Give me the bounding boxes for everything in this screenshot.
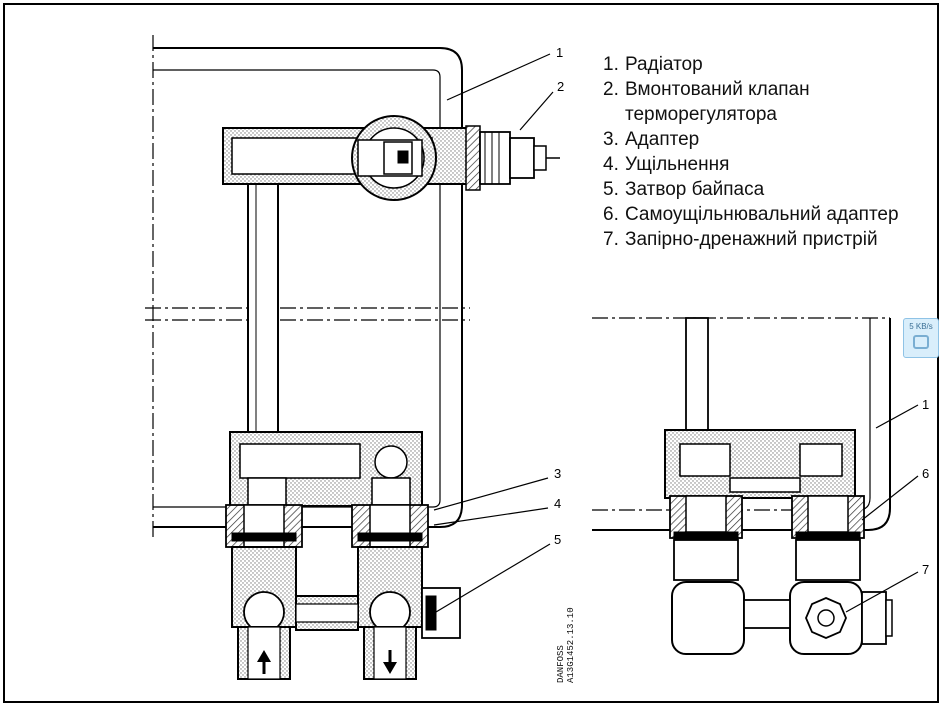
legend-item: 4. Ущільнення (603, 152, 899, 177)
legend-item: 2. Вмонтований клапан (603, 77, 899, 102)
valve-block-left (225, 431, 461, 680)
legend-list: 1. Радіатор 2. Вмонтований клапан термор… (603, 52, 899, 252)
legend-text: Ущільнення (625, 154, 730, 175)
legend-item: 1. Радіатор (603, 52, 899, 77)
legend-number: 1. (603, 54, 619, 75)
legend-text: Самоущільнювальний адаптер (625, 204, 899, 225)
legend-text: Радіатор (625, 54, 703, 75)
legend-number: 7. (603, 229, 619, 250)
valve-block-right (664, 429, 893, 655)
legend-text-continuation: терморегулятора (625, 104, 777, 125)
drawing-code-brand: DANFOSS (556, 645, 566, 683)
callout-numbers: 1 2 3 4 5 1 6 7 (554, 45, 929, 577)
vertical-riser-pipe (247, 183, 279, 447)
callout-right-7: 7 (922, 562, 929, 577)
legend-text: Адаптер (625, 129, 700, 150)
network-speed-badge[interactable]: 5 KB/s (903, 318, 939, 358)
legend-item: 3. Адаптер (603, 127, 899, 152)
legend-number: 6. (603, 204, 619, 225)
radiator-right (592, 317, 891, 531)
radiator-left (145, 35, 470, 540)
legend-item: 6. Самоущільнювальний адаптер (603, 202, 899, 227)
legend-number: 4. (603, 154, 619, 175)
callout-left-2: 2 (557, 79, 564, 94)
legend-text: Запірно-дренажний пристрій (625, 229, 878, 250)
legend-text: Вмонтований клапан (625, 79, 810, 100)
leader-lines-left (433, 53, 554, 613)
network-speed-label: 5 KB/s (909, 322, 933, 331)
drawing-code: DANFOSS A13G1452.13.10 (556, 607, 576, 683)
legend-number: 2. (603, 79, 619, 100)
legend-item: 5. Затвор байпаса (603, 177, 899, 202)
leader-lines-right (845, 404, 919, 613)
callout-left-3: 3 (554, 466, 561, 481)
thermostatic-valve-insert (222, 115, 560, 201)
callout-right-6: 6 (922, 466, 929, 481)
legend-number: 5. (603, 179, 619, 200)
legend-number: 3. (603, 129, 619, 150)
callout-left-4: 4 (554, 496, 561, 511)
legend-text: Затвор байпаса (625, 179, 765, 200)
legend-item: 7. Запірно-дренажний пристрій (603, 227, 899, 252)
callout-right-1: 1 (922, 397, 929, 412)
plug-icon (913, 335, 929, 349)
drawing-code-number: A13G1452.13.10 (566, 607, 576, 683)
legend-item-continuation: терморегулятора (603, 102, 899, 127)
callout-left-5: 5 (554, 532, 561, 547)
callout-left-1: 1 (556, 45, 563, 60)
